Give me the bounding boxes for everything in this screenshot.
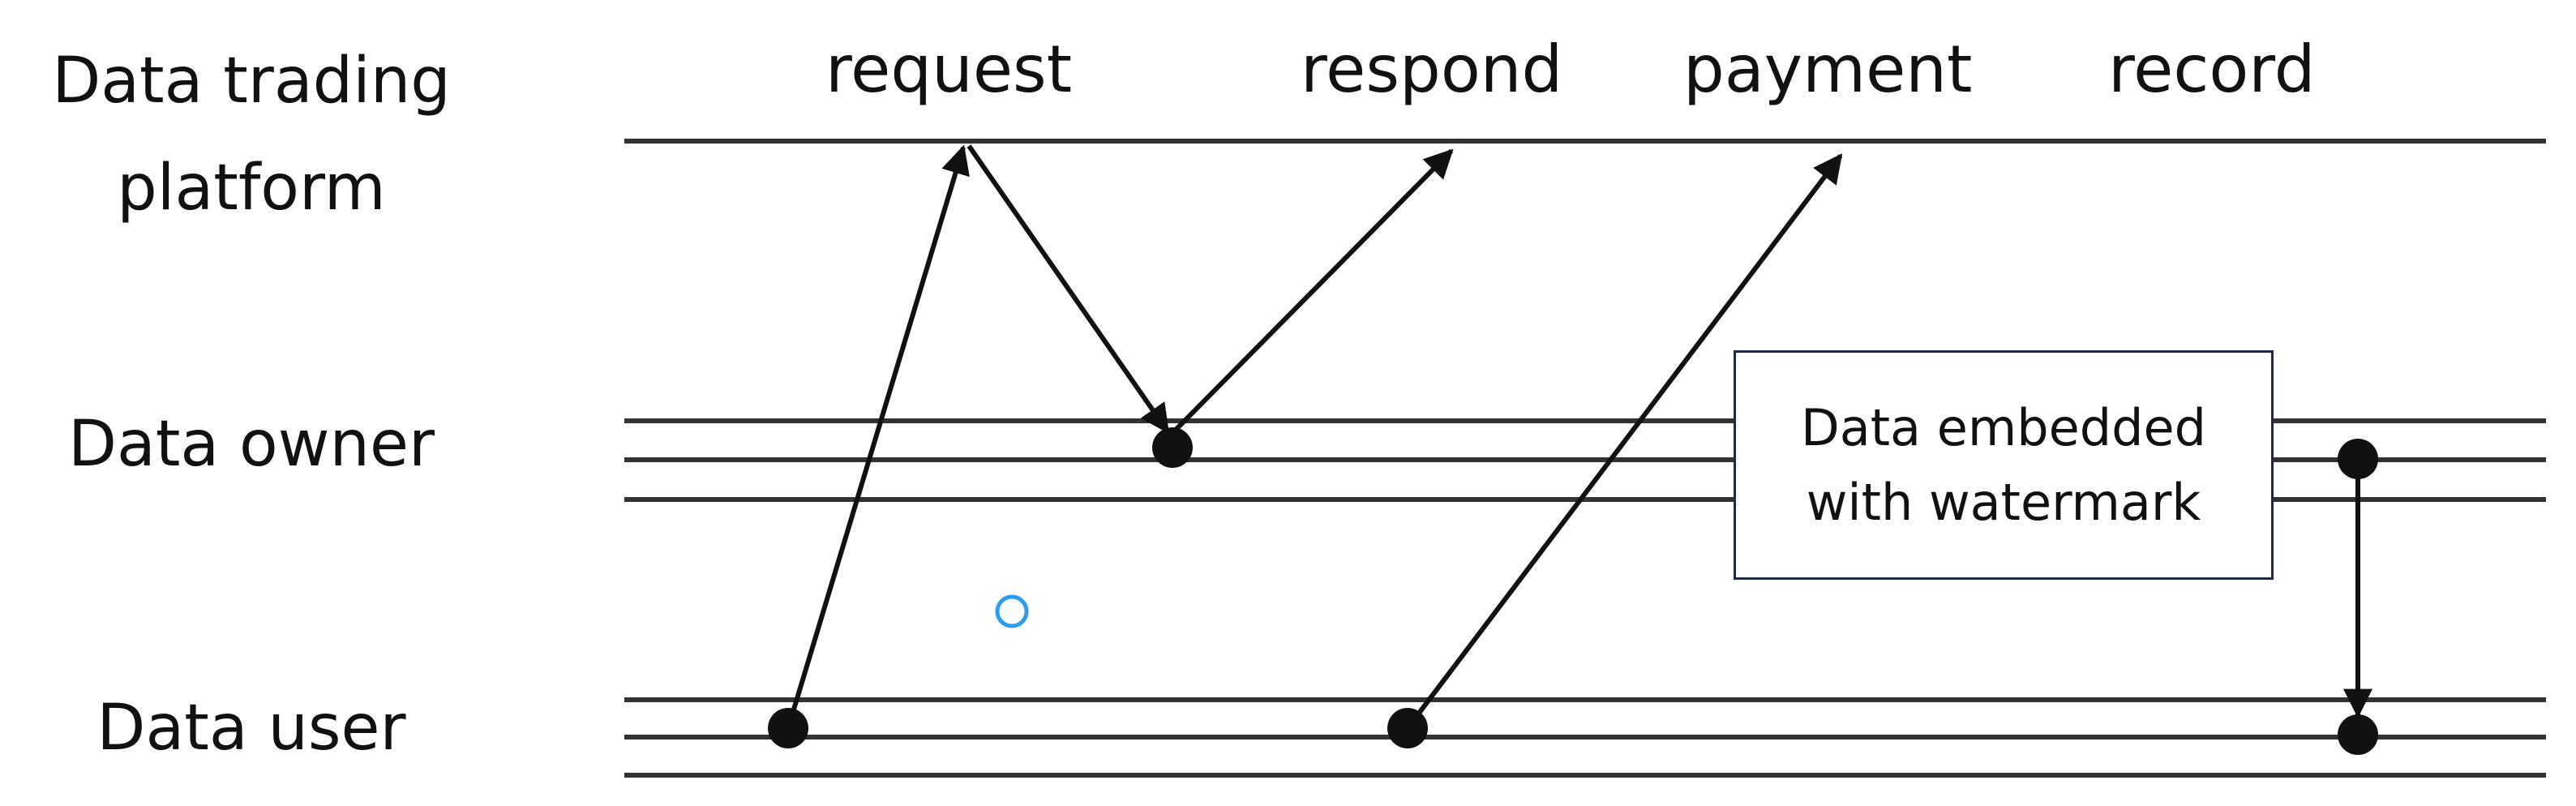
step-label-record: record xyxy=(2108,32,2316,107)
owner-record-dot xyxy=(2338,439,2378,479)
watermark-box: Data embedded with watermark xyxy=(1734,350,2274,580)
user-payment-dot xyxy=(1387,708,1428,748)
lane-label-platform-line1: Data trading xyxy=(52,45,451,118)
payment-arrow xyxy=(1405,153,1843,730)
lane-label-user: Data user xyxy=(8,675,495,782)
watermark-box-line2: with watermark xyxy=(1806,472,2201,532)
lane-label-owner-text: Data owner xyxy=(67,408,435,481)
user-request-dot xyxy=(768,708,808,748)
cursor-marker-icon xyxy=(995,594,1029,628)
forward-request-arrow xyxy=(967,144,1170,434)
request-arrow xyxy=(786,144,970,729)
step-label-respond: respond xyxy=(1301,32,1563,107)
lane-label-platform-line2: platform xyxy=(117,152,386,225)
user-lane-lines xyxy=(624,697,2546,778)
owner-respond-dot xyxy=(1152,427,1193,468)
lane-label-owner: Data owner xyxy=(8,391,495,498)
step-label-request: request xyxy=(825,32,1073,107)
user-record-dot xyxy=(2338,714,2378,755)
lane-label-user-text: Data user xyxy=(96,692,406,765)
lane-label-platform: Data trading platform xyxy=(8,28,495,242)
watermark-box-line1: Data embedded xyxy=(1801,397,2206,457)
step-label-payment: payment xyxy=(1683,32,1973,107)
respond-arrow xyxy=(1172,148,1454,434)
